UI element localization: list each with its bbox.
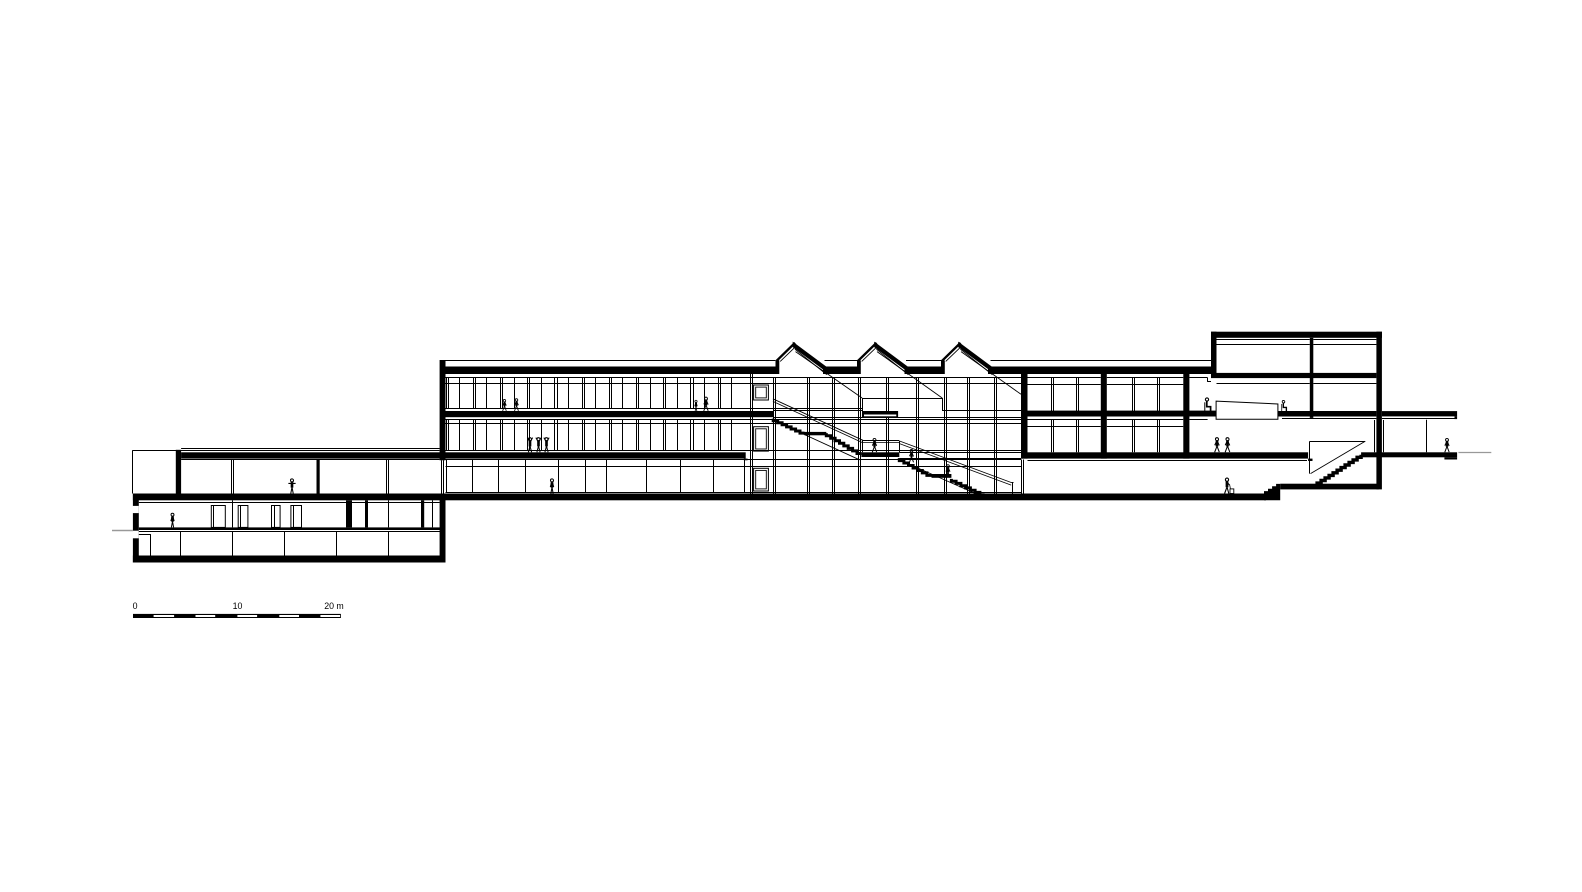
svg-text:20 m: 20 m bbox=[324, 601, 344, 611]
svg-text:10: 10 bbox=[233, 601, 243, 611]
svg-text:0: 0 bbox=[133, 601, 138, 611]
